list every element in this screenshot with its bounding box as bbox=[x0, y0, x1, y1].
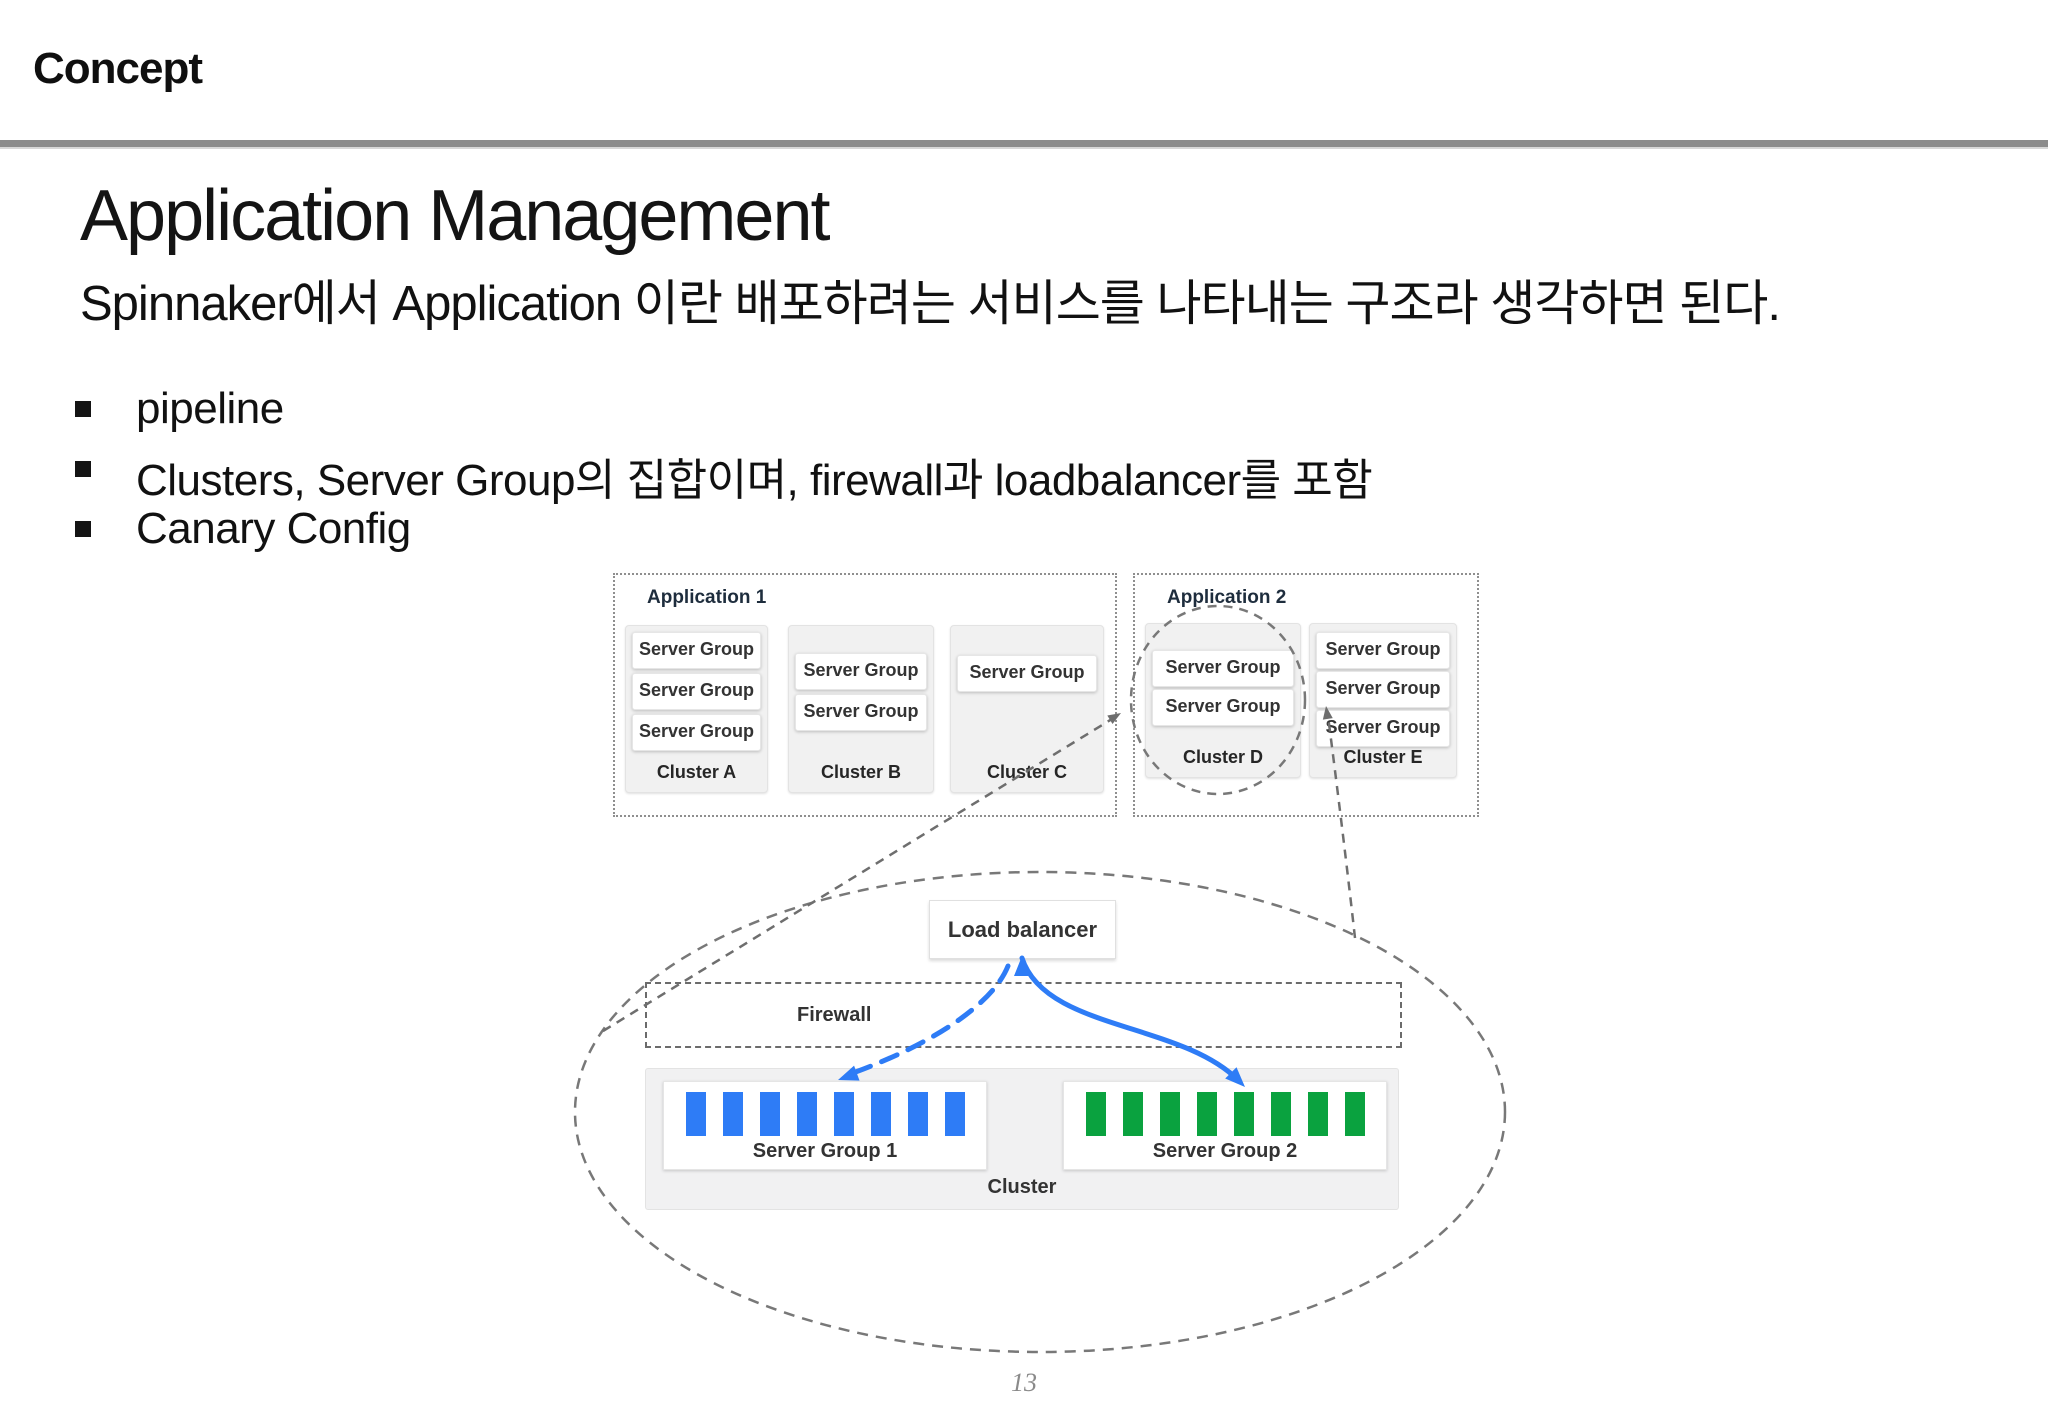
instance-bar bbox=[722, 1092, 743, 1136]
load-balancer-label: Load balancer bbox=[947, 916, 1098, 942]
instance-bar bbox=[685, 1092, 706, 1136]
instance-bar bbox=[759, 1092, 780, 1136]
bullet-square-icon bbox=[75, 461, 91, 477]
instance-bar bbox=[1122, 1092, 1143, 1136]
instance-bar bbox=[870, 1092, 891, 1136]
instance-bar bbox=[1307, 1092, 1328, 1136]
bullet-item: Canary Config bbox=[75, 504, 1372, 564]
traffic-arrow-up-head-icon bbox=[1014, 956, 1030, 976]
cluster-detail-box: Server Group 1 Server Group 2 Cluster bbox=[645, 1068, 1399, 1210]
slide-title: Application Management bbox=[80, 176, 830, 256]
server-group-1-instances bbox=[664, 1092, 986, 1136]
server-group-box: Server Group bbox=[795, 694, 927, 731]
server-group-box: Server Group bbox=[1152, 689, 1294, 726]
server-group-box: Server Group bbox=[1316, 710, 1450, 747]
instance-bar bbox=[1196, 1092, 1217, 1136]
cluster-detail-label: Cluster bbox=[987, 1176, 1057, 1198]
page-header: Concept bbox=[33, 44, 203, 93]
bullet-text: pipeline bbox=[136, 384, 284, 433]
bullet-item: pipeline bbox=[75, 384, 1372, 444]
instance-bar bbox=[1270, 1092, 1291, 1136]
cluster-label: Cluster E bbox=[1343, 747, 1423, 767]
instance-bar bbox=[1233, 1092, 1254, 1136]
server-group-box: Server Group bbox=[1152, 650, 1294, 687]
cluster-label: Cluster A bbox=[656, 762, 737, 782]
cluster-label: Cluster C bbox=[986, 762, 1067, 782]
load-balancer-box: Load balancer bbox=[929, 900, 1116, 959]
server-group-1-box: Server Group 1 bbox=[663, 1081, 987, 1170]
instance-bar bbox=[1344, 1092, 1365, 1136]
server-group-2-box: Server Group 2 bbox=[1063, 1081, 1387, 1170]
server-group-box: Server Group bbox=[632, 673, 761, 710]
instance-bar bbox=[796, 1092, 817, 1136]
server-group-box: Server Group bbox=[1316, 632, 1450, 669]
bullet-item: Clusters, Server Group의 집합이며, firewall과 … bbox=[75, 444, 1373, 505]
instance-bar bbox=[1159, 1092, 1180, 1136]
instance-bar bbox=[833, 1092, 854, 1136]
instance-bar bbox=[1085, 1092, 1106, 1136]
server-group-2-label: Server Group 2 bbox=[1152, 1140, 1298, 1162]
cluster-label: Cluster B bbox=[820, 762, 901, 782]
bullet-text: Canary Config bbox=[136, 504, 411, 553]
server-group-box: Server Group bbox=[1316, 671, 1450, 708]
bullet-square-icon bbox=[75, 401, 91, 417]
firewall-label: Firewall bbox=[797, 1003, 872, 1026]
application-label: Application 2 bbox=[1167, 587, 1287, 608]
firewall-box: Firewall bbox=[645, 982, 1402, 1048]
server-group-box: Server Group bbox=[632, 714, 761, 751]
server-group-box: Server Group bbox=[632, 632, 761, 669]
page-number: 13 bbox=[1011, 1368, 1037, 1397]
instance-bar bbox=[907, 1092, 928, 1136]
header-divider bbox=[0, 140, 2048, 149]
server-group-1-label: Server Group 1 bbox=[752, 1140, 898, 1162]
server-group-2-instances bbox=[1064, 1092, 1386, 1136]
server-group-box: Server Group bbox=[957, 655, 1097, 692]
instance-bar bbox=[944, 1092, 965, 1136]
application-label: Application 1 bbox=[647, 587, 767, 608]
server-group-box: Server Group bbox=[795, 653, 927, 690]
cluster-label: Cluster D bbox=[1182, 747, 1263, 767]
bullet-square-icon bbox=[75, 521, 91, 537]
bullet-text: Clusters, Server Group의 집합이며, firewall과 … bbox=[136, 456, 1373, 505]
slide-subtitle: Spinnaker에서 Application 이란 배포하려는 서비스를 나타… bbox=[80, 277, 1781, 331]
